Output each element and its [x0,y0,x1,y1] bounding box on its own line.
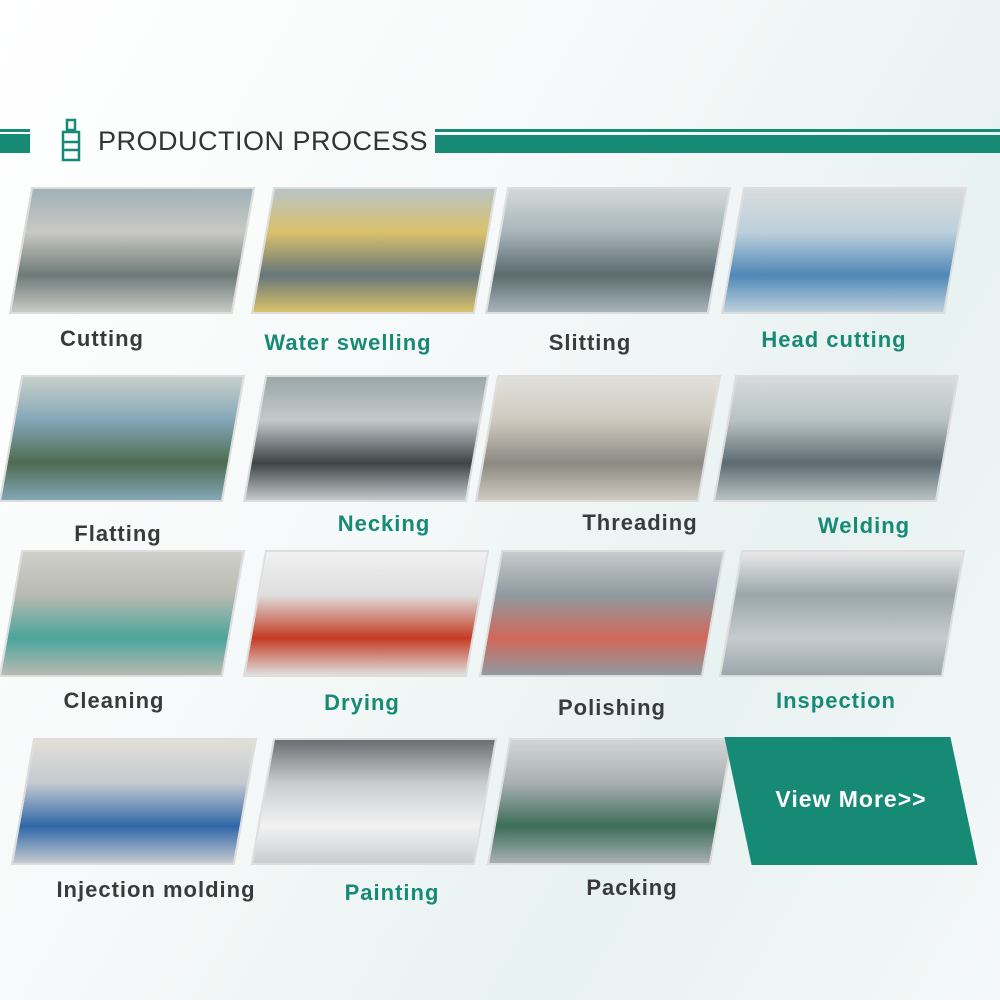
step-label: Injection molding [56,877,256,902]
step-label: Flatting [74,521,162,546]
page-title: PRODUCTION PROCESS [98,126,429,156]
step-label: Polishing [558,695,666,720]
step-photo-drying [242,550,490,677]
step-photo-necking [242,375,490,502]
step-photo-injection-molding [10,738,258,865]
step-photo-packing [486,738,734,865]
step-photo-threading [474,375,722,502]
header-right-bar [435,135,1000,153]
step-photo-painting [250,738,498,865]
bottle-icon [61,118,81,162]
step-label: Necking [337,511,431,536]
step-photo-welding [712,375,960,502]
step-photo-head-cutting [720,187,968,314]
step-label: Drying [324,690,400,715]
step-label: Slitting [548,330,632,355]
step-photo-slitting [484,187,732,314]
step-label: Inspection [775,688,896,713]
step-photo-cutting [8,187,256,314]
header-left-bar [0,134,30,153]
step-label: Threading [582,510,698,535]
step-label: Welding [817,513,911,538]
step-photo-polishing [478,550,726,677]
header-right-line [435,129,1000,132]
step-photo-cleaning [0,550,246,677]
step-label: Cleaning [63,688,165,713]
step-label: Water swelling [264,330,432,355]
step-label: Head cutting [761,327,907,352]
step-photo-inspection [718,550,966,677]
step-label: Packing [586,875,678,900]
step-photo-water-swelling [250,187,498,314]
header-left-line [0,129,30,132]
view-more-label[interactable]: View More>> [775,786,927,812]
step-photo-flatting [0,375,246,502]
step-label: Painting [344,880,440,905]
step-label: Cutting [60,326,144,351]
